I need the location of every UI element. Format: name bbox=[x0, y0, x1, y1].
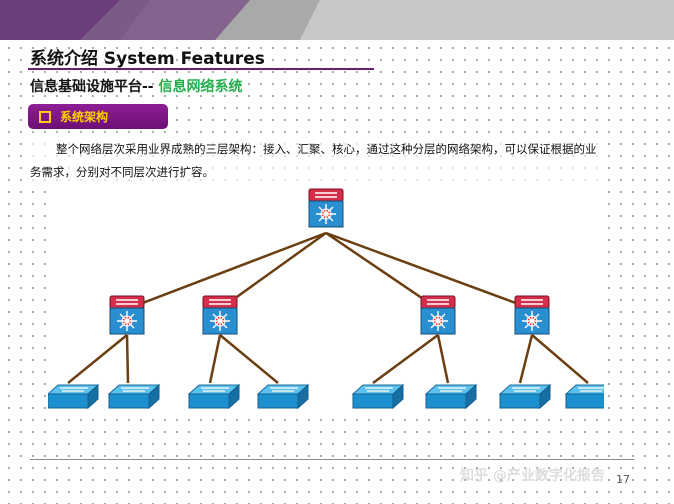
slide-subtitle: 信息基础设施平台-- 信息网络系统 bbox=[30, 76, 243, 96]
access-switch-icon bbox=[257, 384, 309, 409]
description-paragraph: 整个网络层次采用业界成熟的三层架构：接入、汇聚、核心，通过这种分层的网络架构，可… bbox=[30, 138, 604, 184]
access-switch-icon bbox=[188, 384, 240, 409]
access-switch-icon bbox=[425, 384, 477, 409]
header-decoration bbox=[0, 0, 674, 40]
subtitle-prefix: 信息基础设施平台-- bbox=[30, 79, 154, 95]
core-switch-icon bbox=[308, 188, 344, 228]
distribution-switch-icon bbox=[109, 295, 145, 335]
subtitle-accent: 信息网络系统 bbox=[158, 79, 243, 95]
page-number: 17 bbox=[616, 473, 630, 486]
section-badge: 系统架构 bbox=[28, 104, 168, 129]
access-switch-icon bbox=[565, 384, 604, 409]
distribution-switch-icon bbox=[202, 295, 238, 335]
square-bullet-icon bbox=[39, 110, 51, 123]
access-switch-icon bbox=[48, 384, 99, 409]
footer-divider bbox=[30, 459, 634, 460]
watermark-text: 知乎 @产业数字化报告 bbox=[460, 468, 605, 484]
link-lines bbox=[67, 231, 589, 385]
distribution-switch-icon bbox=[420, 295, 456, 335]
network-topology-diagram bbox=[48, 185, 604, 410]
access-switch-icon bbox=[352, 384, 404, 409]
slide-title: 系统介绍 System Features bbox=[30, 49, 265, 69]
title-underline bbox=[28, 68, 374, 70]
access-switch-icon bbox=[499, 384, 551, 409]
access-switch-icon bbox=[108, 384, 160, 409]
section-label: 系统架构 bbox=[60, 110, 109, 124]
distribution-switch-icon bbox=[514, 295, 550, 335]
